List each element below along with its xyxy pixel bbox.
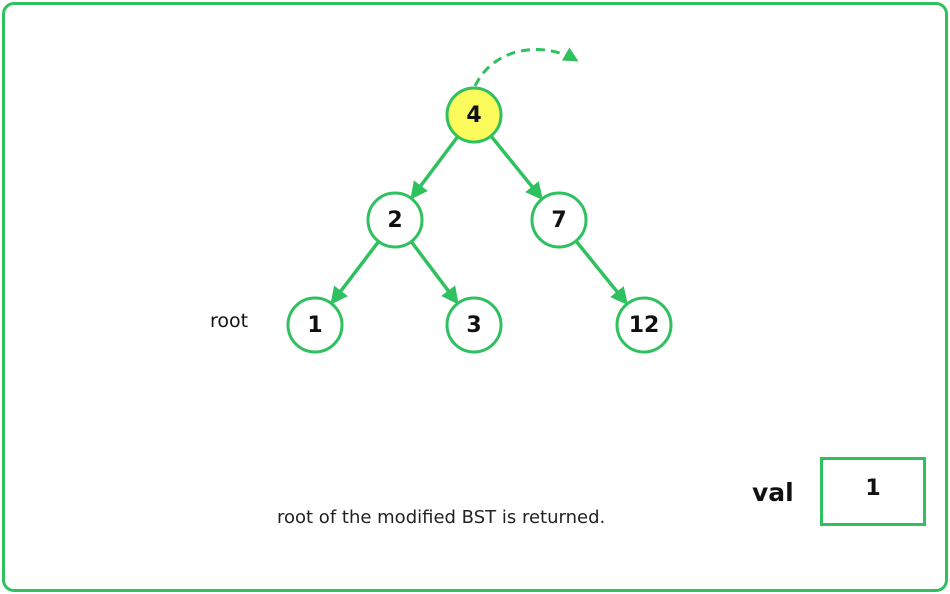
edge-n4-n7 [490,135,543,201]
tree-nodes: 4 2 7 1 3 12 [286,86,673,354]
tree-node-7: 7 [530,191,588,249]
val-label: val [752,478,794,507]
node-circle [366,191,424,249]
node-circle [286,296,344,354]
tree-node-2: 2 [366,191,424,249]
edge-n4-n2 [410,136,459,200]
val-box: 1 [820,457,926,526]
node-circle [530,191,588,249]
edge-n2-n1 [330,241,380,305]
node-value: 12 [629,313,660,338]
node-value: 7 [551,208,566,233]
node-value: 1 [307,313,322,338]
root-pointer-label: root [210,310,249,332]
tree-node-12: 12 [615,296,673,354]
tree-node-3: 3 [445,296,503,354]
val-value: 1 [865,476,881,501]
node-value: 3 [466,313,481,338]
node-circle [615,296,673,354]
caption-text: root of the modified BST is returned. [277,507,606,528]
node-value: 4 [466,103,481,128]
edge-n7-n12 [575,240,628,306]
edge-n2-n3 [410,241,459,305]
tree-node-1: 1 [286,296,344,354]
node-value: 2 [387,208,402,233]
tree-edges [330,135,628,306]
node-circle [445,296,503,354]
tree-node-4: 4 [445,86,503,144]
node-circle [445,86,503,144]
return-arrow [473,47,579,87]
